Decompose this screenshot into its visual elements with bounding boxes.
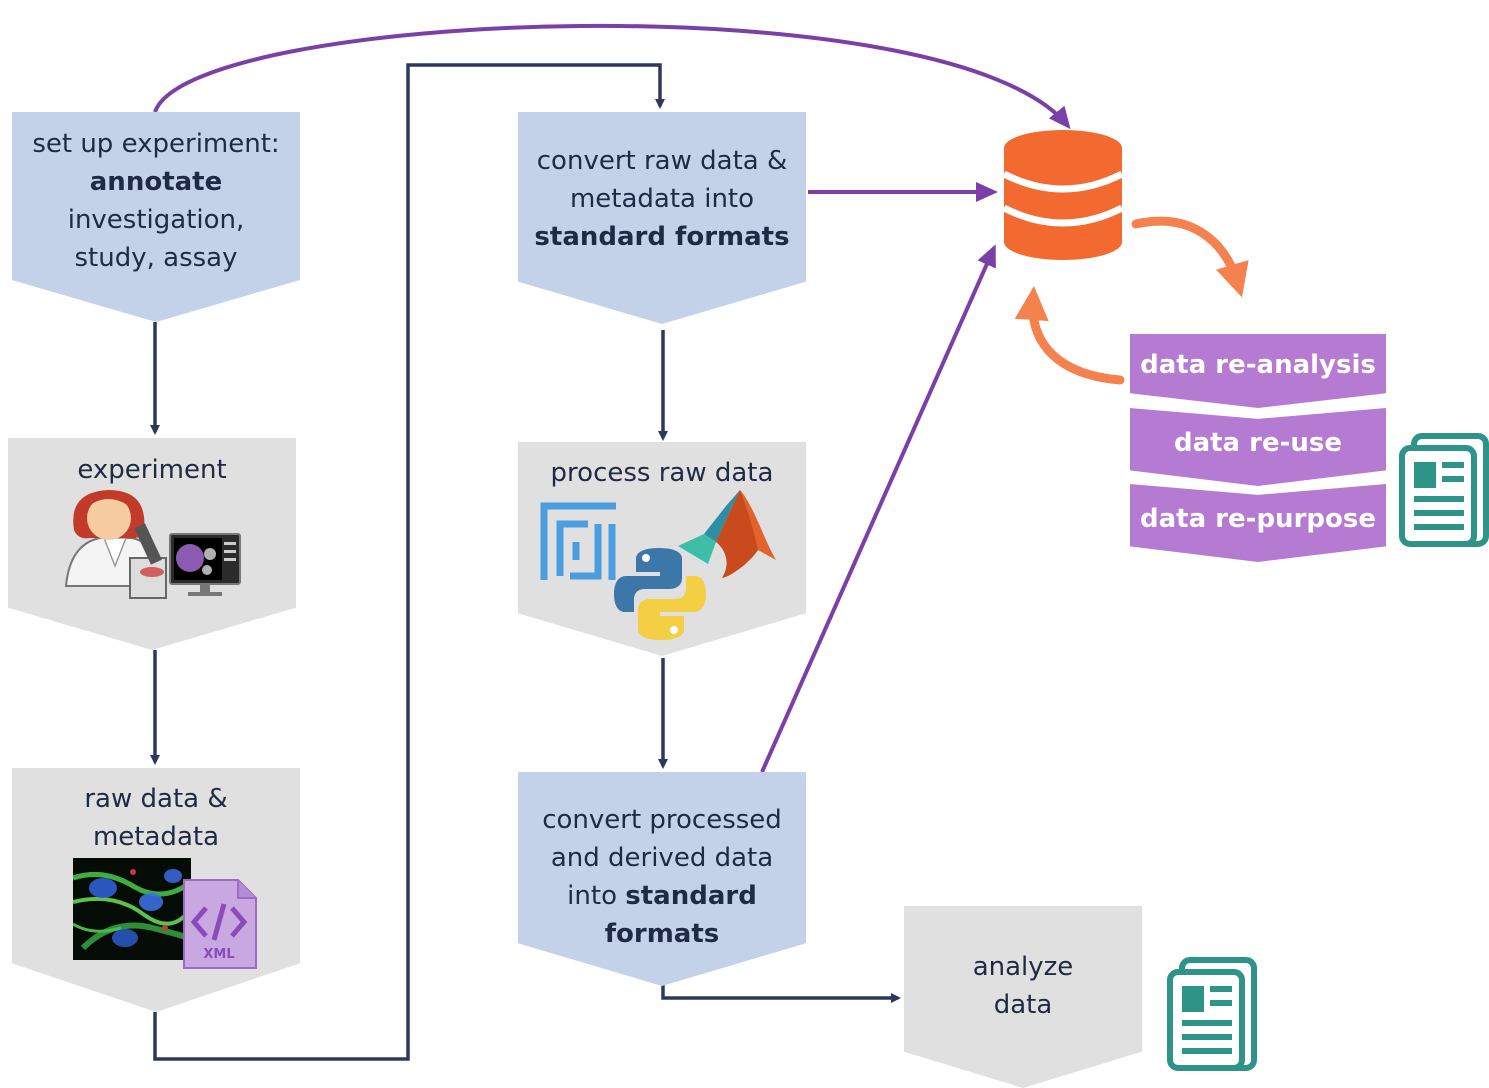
microscopy-image-icon — [73, 858, 191, 960]
data-reuse-box: data re-use — [1130, 408, 1386, 486]
analyze-line-2: data — [993, 990, 1053, 1020]
matlab-logo-icon — [678, 490, 776, 578]
experiment-label: experiment — [77, 455, 227, 485]
setup-line-4: study, assay — [74, 243, 238, 273]
convert-processed-line-1: convert processed — [542, 805, 782, 835]
arrow-setup-to-repository — [153, 23, 1071, 130]
raw-data-step: raw data & metadata — [12, 768, 300, 1012]
raw-data-line-2: metadata — [92, 822, 219, 852]
convert-raw-step: convert raw data & metadata into standar… — [518, 112, 806, 324]
arrow-reuse-to-repository — [1014, 286, 1125, 385]
arrow-rawdata-to-convert — [153, 63, 665, 1061]
convert-processed-line-3a: into — [567, 881, 626, 911]
document-icon — [1399, 433, 1489, 547]
python-logo-icon — [614, 548, 706, 640]
convert-raw-line-1: convert raw data & — [536, 146, 788, 176]
setup-line-1: set up experiment: — [32, 129, 280, 159]
data-reuse-label: data re-use — [1173, 428, 1343, 458]
data-repurpose-box: data re-purpose — [1130, 484, 1386, 562]
data-repurpose-label: data re-purpose — [1140, 504, 1376, 534]
setup-line-3: investigation, — [67, 205, 245, 235]
convert-raw-line-2: metadata into — [569, 184, 755, 214]
database-icon — [1002, 130, 1124, 260]
convert-processed-line-4: formats — [604, 919, 720, 949]
arrow-convert-processed-to-analyze — [661, 985, 901, 1003]
xml-file-icon: XML — [183, 879, 257, 969]
convert-processed-line-2: and derived data — [550, 843, 774, 873]
convert-processed-line-3: into standard — [567, 877, 757, 915]
arrow-repository-to-reuse — [1131, 216, 1249, 298]
setup-line-2: annotate — [89, 167, 223, 197]
fiji-logo-icon — [540, 502, 616, 580]
convert-processed-step: convert processed and derived data into … — [518, 772, 806, 986]
data-reanalysis-label: data re-analysis — [1140, 350, 1376, 380]
analyze-line-1: analyze — [972, 952, 1074, 982]
data-reanalysis-box: data re-analysis — [1130, 334, 1386, 408]
process-label: process raw data — [550, 458, 774, 488]
scientist-microscope-icon — [64, 490, 241, 599]
convert-processed-line-3b: standard — [625, 881, 757, 911]
setup-experiment-step: set up experiment: annotate investigatio… — [12, 112, 300, 322]
convert-raw-line-3: standard formats — [534, 222, 790, 252]
xml-badge: XML — [203, 947, 234, 962]
analyze-data-step: analyze data — [904, 906, 1142, 1088]
arrow-processed-to-repository — [760, 244, 996, 773]
document-icon — [1167, 957, 1257, 1071]
raw-data-line-1: raw data & — [84, 784, 228, 814]
